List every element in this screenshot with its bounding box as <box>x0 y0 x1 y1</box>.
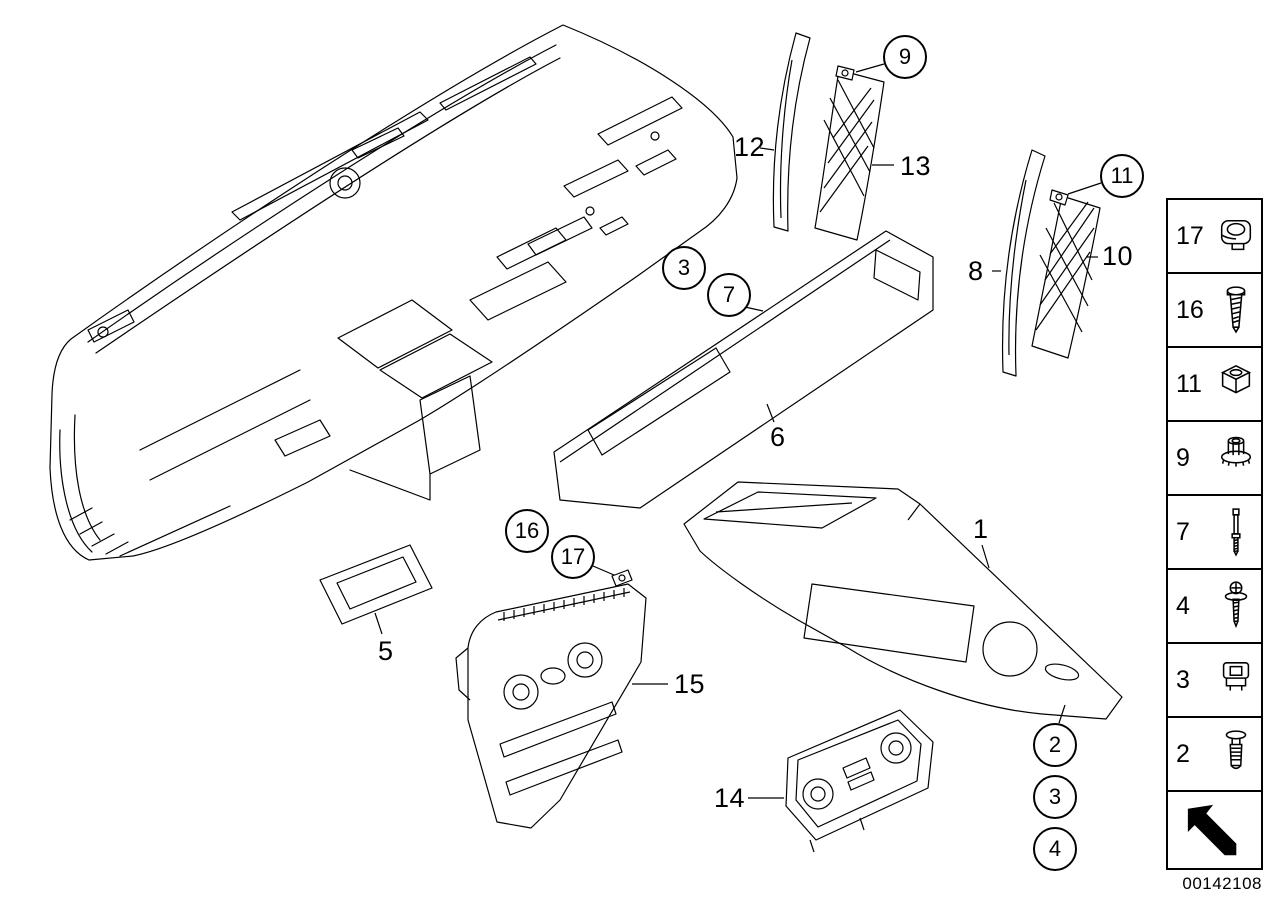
dashboard-body <box>49 24 738 561</box>
callout-16[interactable]: 16 <box>505 509 549 553</box>
callout-15[interactable]: 15 <box>674 669 706 699</box>
front-panel-15 <box>455 569 647 829</box>
legend-number: 17 <box>1176 221 1204 250</box>
flange-nut-icon <box>1220 436 1252 467</box>
legend-item-9[interactable]: 9 <box>1166 420 1263 496</box>
trim-5 <box>319 544 433 625</box>
legend-number: 11 <box>1176 369 1202 398</box>
center-console-trim-1 <box>683 481 1123 720</box>
callout-3a[interactable]: 3 <box>662 246 706 290</box>
callout-11[interactable]: 11 <box>1100 154 1144 198</box>
legend-item-4[interactable]: 4 <box>1166 568 1263 644</box>
legend-number: 16 <box>1176 295 1204 324</box>
legend-arrow-box <box>1166 790 1263 870</box>
legend-number: 9 <box>1176 443 1190 472</box>
screw-washer-icon <box>1224 581 1248 629</box>
screw-icon <box>1226 286 1246 334</box>
expanding-nut-icon <box>1222 662 1250 691</box>
callout-9[interactable]: 9 <box>883 35 927 79</box>
trim-carrier-13 <box>814 65 885 241</box>
trim-strip-8 <box>1001 149 1046 377</box>
callout-17[interactable]: 17 <box>551 535 595 579</box>
callout-13[interactable]: 13 <box>900 151 932 181</box>
legend-number: 2 <box>1176 739 1190 768</box>
legend-number: 3 <box>1176 665 1190 694</box>
legend-item-16[interactable]: 16 <box>1166 272 1263 348</box>
callout-1[interactable]: 1 <box>973 514 989 544</box>
callout-6[interactable]: 6 <box>770 422 786 452</box>
document-number: 00142108 <box>1182 874 1262 893</box>
expansion-rivet-icon <box>1225 730 1247 770</box>
callout-5[interactable]: 5 <box>378 636 394 666</box>
callout-3b[interactable]: 3 <box>1033 775 1077 819</box>
stud-icon <box>1231 508 1241 557</box>
climate-panel-14 <box>785 709 934 853</box>
legend-item-17[interactable]: 17 <box>1166 198 1263 274</box>
callout-8[interactable]: 8 <box>968 256 984 286</box>
callout-7[interactable]: 7 <box>707 273 751 317</box>
clip-nut-icon <box>1220 219 1252 251</box>
direction-arrow-icon <box>1187 804 1236 856</box>
legend-number: 7 <box>1176 517 1190 546</box>
hex-nut-icon <box>1220 365 1252 394</box>
legend-item-3[interactable]: 3 <box>1166 642 1263 718</box>
fastener-legend: 17 16 <box>1166 198 1263 870</box>
callout-12[interactable]: 12 <box>734 132 766 162</box>
callout-10[interactable]: 10 <box>1102 241 1134 271</box>
legend-number: 4 <box>1176 591 1190 620</box>
leader-lines <box>374 63 1102 799</box>
legend-item-7[interactable]: 7 <box>1166 494 1263 570</box>
legend-item-11[interactable]: 11 <box>1166 346 1263 422</box>
callout-2[interactable]: 2 <box>1033 723 1077 767</box>
callout-4[interactable]: 4 <box>1033 827 1077 871</box>
legend-item-2[interactable]: 2 <box>1166 716 1263 792</box>
trim-carrier-10 <box>1031 189 1101 359</box>
windshield-trim-strip-12 <box>772 32 811 232</box>
dashboard-trim-strip-6 <box>553 230 934 509</box>
callout-14[interactable]: 14 <box>714 783 746 813</box>
